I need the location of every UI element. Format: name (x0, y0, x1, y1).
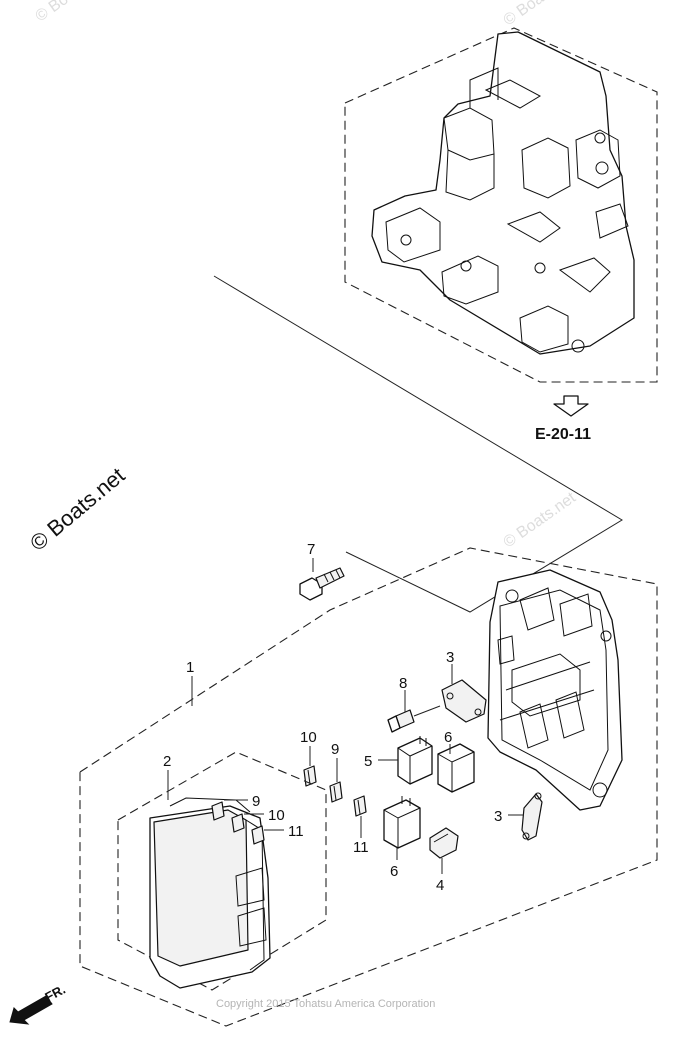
callout-8: 8 (399, 675, 407, 692)
callout-1: 1 (186, 659, 194, 676)
relay-6-upper (437, 743, 475, 793)
fuse-11-cover (251, 825, 265, 845)
fuse-holder-3-lower (521, 792, 543, 841)
cover-dashed-boundary (117, 751, 327, 991)
upper-dashed-boundary (344, 27, 658, 383)
watermark-faint-top-left: © Bo (33, 0, 72, 25)
callout-9-mid: 9 (331, 741, 339, 758)
screw-8 (387, 705, 441, 733)
fuse-holder-3-upper (441, 679, 487, 723)
callout-10-mid: 10 (300, 729, 317, 746)
fuse-11-mid (353, 795, 367, 817)
callout-7: 7 (307, 541, 315, 558)
fuse-box-cover-2 (149, 797, 271, 989)
connector-4 (429, 827, 459, 859)
callout-6-upper: 6 (444, 729, 452, 746)
callout-5: 5 (364, 753, 372, 770)
fuse-9-mid (329, 781, 343, 803)
bolt-7 (299, 567, 345, 601)
reference-label: E-20-11 (535, 426, 591, 443)
reference-arrow (553, 395, 589, 417)
upper-bracket-part (371, 31, 635, 355)
watermark-faint-right: © Boats.net (501, 489, 580, 551)
main-dashed-boundary (79, 547, 658, 1027)
link-line-upper (213, 275, 623, 613)
callout-3-upper: 3 (446, 649, 454, 666)
relay-box-frame (487, 569, 623, 811)
upper-bracket-group (344, 27, 658, 383)
callout-11-cover: 11 (288, 823, 304, 840)
callout-6-lower: 6 (390, 863, 398, 880)
relay-6-lower (383, 796, 421, 849)
main-assembly-group (79, 275, 658, 1027)
watermark-faint-top-right: © Boats.net (501, 0, 580, 29)
callout-4: 4 (436, 877, 444, 894)
front-direction-arrow (9, 995, 53, 1025)
callout-2: 2 (163, 753, 171, 770)
callout-3-lower: 3 (494, 808, 502, 825)
fuse-10-cover (231, 813, 245, 833)
relay-5 (397, 736, 433, 785)
callout-11-mid: 11 (353, 839, 369, 856)
watermark-main: © Boats.net (25, 463, 129, 556)
fuse-10-mid (303, 765, 317, 787)
callout-10-cover: 10 (268, 807, 285, 824)
callout-9-cover: 9 (252, 793, 260, 810)
fuse-9-cover (211, 801, 225, 821)
copyright-notice: Copyright 2015 Tohatsu America Corporati… (216, 998, 435, 1010)
